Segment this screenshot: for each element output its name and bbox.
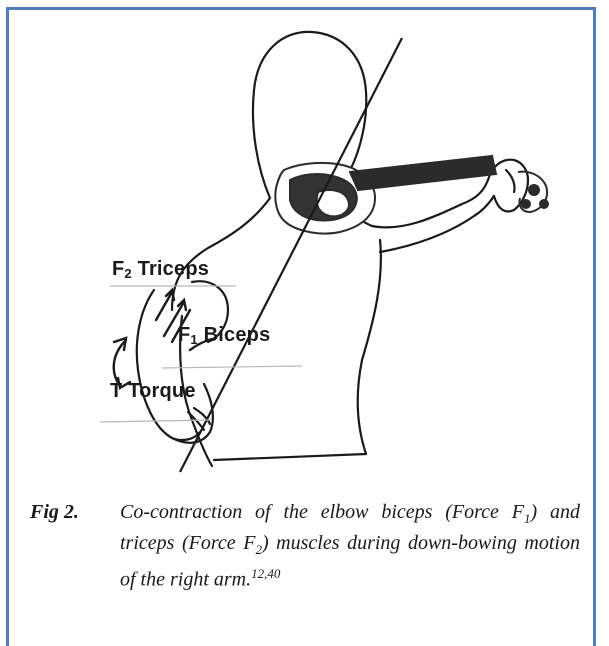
caption-text: Co-contraction of the elbow biceps (Forc… — [120, 500, 580, 592]
biceps-label: F1 Biceps — [178, 324, 270, 347]
bow-stick — [180, 38, 402, 472]
caption-label: Fig 2. — [30, 500, 79, 524]
left-shoulder — [172, 198, 270, 310]
violinist-sketch — [22, 20, 592, 480]
torso-right — [358, 240, 381, 454]
torso-bottom — [214, 454, 366, 460]
triceps-label: F2 Triceps — [112, 258, 209, 281]
torque-label: T Torque — [110, 380, 196, 403]
violin — [275, 156, 548, 234]
